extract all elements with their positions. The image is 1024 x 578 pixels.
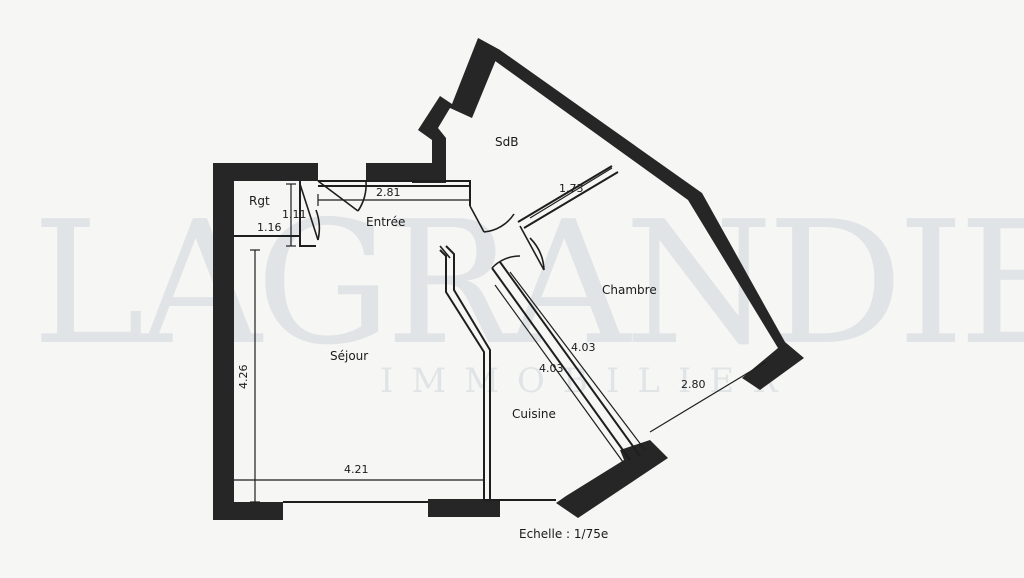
dim-line-chambre-length: [509, 271, 646, 451]
dimension-lines: [234, 167, 767, 503]
watermark: LAGRANDIERE IMMOBILIER: [32, 185, 1024, 401]
door-rgt: [299, 183, 321, 241]
door-entrance: [317, 180, 367, 212]
door-chambre: [491, 225, 545, 271]
label-cuisine: Cuisine: [512, 407, 556, 421]
label-sdb: SdB: [495, 135, 518, 149]
dim-cuisine-length: 4.03: [539, 362, 564, 375]
label-rgt: Rgt: [249, 194, 270, 208]
dim-rgt-width: 1.16: [257, 221, 282, 234]
wall-top-left: [213, 163, 318, 181]
wall-cuisine-chambre: [491, 267, 631, 461]
wall-corner-southeast: [556, 440, 668, 518]
wall-bottom-middle: [428, 499, 500, 517]
dim-sdb-width: 1.73: [559, 182, 584, 195]
interior-walls: [234, 165, 641, 503]
wall-sdb-chambre: [517, 165, 613, 223]
scale-label: Echelle : 1/75e: [519, 527, 608, 541]
wall-diagonal-east: [478, 38, 804, 390]
dim-chambre-length: 4.03: [571, 341, 596, 354]
dim-entree-width: 2.81: [376, 186, 401, 199]
room-labels: SdB Rgt Entrée Séjour Cuisine Chambre: [249, 135, 657, 421]
dim-sejour-width: 4.21: [344, 463, 369, 476]
label-chambre: Chambre: [602, 283, 657, 297]
wall-bottom-left: [213, 502, 283, 520]
wall-sdb-west: [412, 38, 500, 183]
dim-line-chambre-width: [649, 361, 767, 433]
doors: [299, 180, 545, 271]
label-entree: Entrée: [366, 215, 405, 229]
dim-line-cuisine-length: [494, 284, 624, 463]
dim-sejour-height: 4.26: [237, 365, 250, 390]
wall-sejour-right: [439, 249, 485, 500]
dim-chambre-width: 2.80: [681, 378, 706, 391]
dim-rgt-height: 1.11: [282, 208, 307, 221]
watermark-brand: LAGRANDIERE: [32, 185, 1024, 383]
label-sejour: Séjour: [330, 349, 368, 363]
door-cuisine: [439, 245, 451, 259]
wall-left: [213, 163, 234, 520]
dim-line-sdb: [529, 167, 613, 219]
exterior-walls: [213, 38, 804, 520]
dimension-labels: 2.81 1.11 1.16 1.73 4.26 4.21 4.03 4.03 …: [237, 182, 706, 476]
door-sdb: [469, 205, 515, 233]
